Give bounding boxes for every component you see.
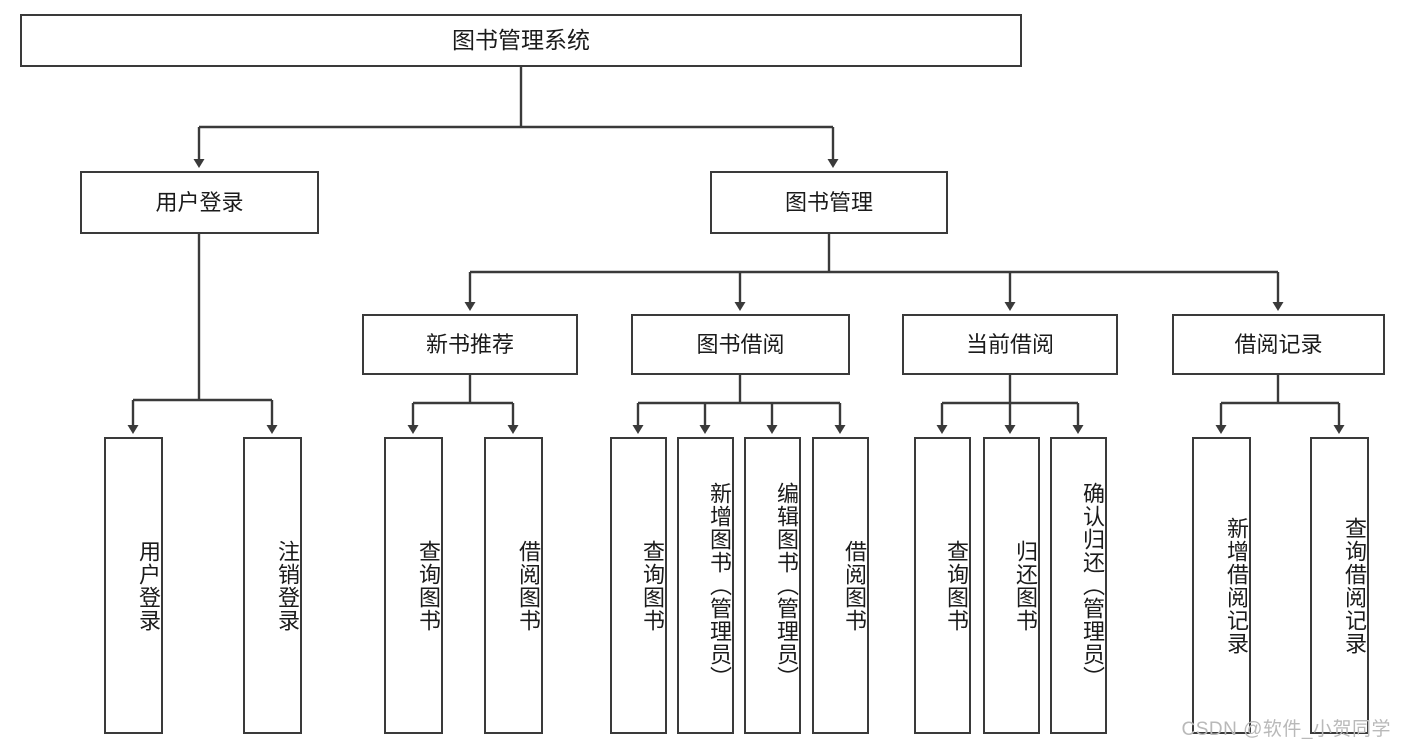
leaf-borrow-book-recommend[interactable]: 借阅图书 <box>484 437 543 734</box>
leaf-confirm-return-admin-label: 确认归还（管理员） <box>1080 482 1105 689</box>
node-root[interactable]: 图书管理系统 <box>20 14 1022 67</box>
leaf-user-login[interactable]: 用户登录 <box>104 437 163 734</box>
node-book-borrow[interactable]: 图书借阅 <box>631 314 850 375</box>
leaf-query-book-current[interactable]: 查询图书 <box>914 437 971 734</box>
node-root-label: 图书管理系统 <box>452 26 590 53</box>
leaf-logout-label: 注销登录 <box>275 539 300 632</box>
leaf-return-book-label: 归还图书 <box>1013 539 1038 632</box>
leaf-query-borrow-record-label: 查询借阅记录 <box>1342 516 1367 655</box>
leaf-edit-book-admin[interactable]: 编辑图书（管理员） <box>744 437 801 734</box>
watermark: CSDN @软件_小贺同学 <box>1181 719 1391 740</box>
node-current-borrow[interactable]: 当前借阅 <box>902 314 1118 375</box>
node-book-management-label: 图书管理 <box>784 189 873 215</box>
leaf-borrow-book-label: 借阅图书 <box>842 539 867 632</box>
leaf-borrow-book[interactable]: 借阅图书 <box>812 437 869 734</box>
node-user-login-label: 用户登录 <box>155 189 244 215</box>
leaf-query-book-recommend-label: 查询图书 <box>416 539 441 632</box>
leaf-query-book-borrow-label: 查询图书 <box>640 539 665 632</box>
leaf-query-book-current-label: 查询图书 <box>944 539 969 632</box>
leaf-add-borrow-record[interactable]: 新增借阅记录 <box>1192 437 1251 734</box>
node-borrow-record[interactable]: 借阅记录 <box>1172 314 1385 375</box>
node-user-login[interactable]: 用户登录 <box>80 171 319 234</box>
node-new-book-recommend[interactable]: 新书推荐 <box>362 314 578 375</box>
node-new-book-recommend-label: 新书推荐 <box>425 331 514 357</box>
leaf-edit-book-admin-label: 编辑图书（管理员） <box>774 482 799 689</box>
leaf-query-book-borrow[interactable]: 查询图书 <box>610 437 667 734</box>
leaf-query-book-recommend[interactable]: 查询图书 <box>384 437 443 734</box>
leaf-add-borrow-record-label: 新增借阅记录 <box>1224 516 1249 655</box>
leaf-add-book-admin[interactable]: 新增图书（管理员） <box>677 437 734 734</box>
leaf-borrow-book-recommend-label: 借阅图书 <box>516 539 541 632</box>
leaf-logout[interactable]: 注销登录 <box>243 437 302 734</box>
leaf-add-book-admin-label: 新增图书（管理员） <box>707 482 732 689</box>
node-borrow-record-label: 借阅记录 <box>1234 331 1323 357</box>
node-book-borrow-label: 图书借阅 <box>696 331 785 357</box>
leaf-return-book[interactable]: 归还图书 <box>983 437 1040 734</box>
leaf-confirm-return-admin[interactable]: 确认归还（管理员） <box>1050 437 1107 734</box>
node-book-management[interactable]: 图书管理 <box>710 171 948 234</box>
leaf-query-borrow-record[interactable]: 查询借阅记录 <box>1310 437 1369 734</box>
leaf-user-login-label: 用户登录 <box>136 539 161 632</box>
node-current-borrow-label: 当前借阅 <box>965 331 1054 357</box>
